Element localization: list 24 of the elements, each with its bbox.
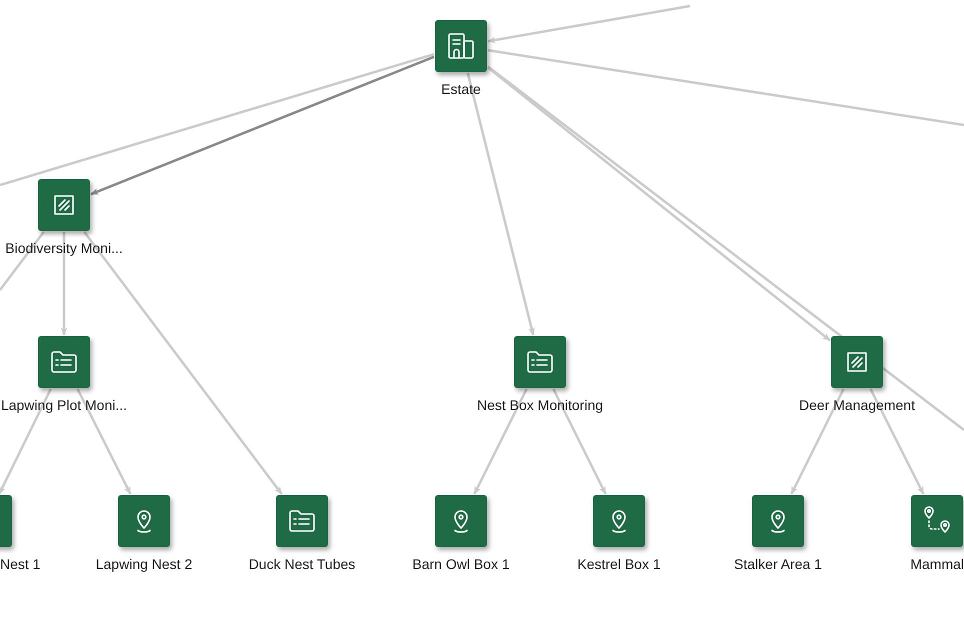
arrow (76, 388, 132, 495)
node-label: Duck Nest Tubes (248, 555, 356, 573)
arrow (90, 56, 434, 196)
arrow (473, 388, 528, 495)
arrow (83, 231, 283, 495)
node-label: Kestrel Box 1 (577, 555, 661, 573)
node-label: Nest 1 (0, 555, 40, 573)
arrow (466, 72, 535, 336)
node-label: Deer Management (799, 396, 915, 414)
node-label: Stalker Area 1 (734, 555, 822, 573)
arrow (552, 388, 607, 495)
node-label: Lapwing Nest 2 (96, 555, 192, 573)
arrow (60, 232, 68, 336)
arrow (487, 4, 690, 44)
arrow (869, 388, 925, 495)
node-label: Lapwing Plot Moni... (0, 396, 128, 414)
node-label: Barn Owl Box 1 (412, 555, 510, 573)
arrow (790, 388, 845, 495)
node-label: Estate (441, 80, 481, 98)
node-label: Mammal (910, 555, 964, 573)
arrow (0, 388, 52, 495)
node-label: Nest Box Monitoring (476, 396, 604, 414)
node-label: Biodiversity Moni... (5, 239, 123, 257)
arrow (487, 66, 831, 342)
